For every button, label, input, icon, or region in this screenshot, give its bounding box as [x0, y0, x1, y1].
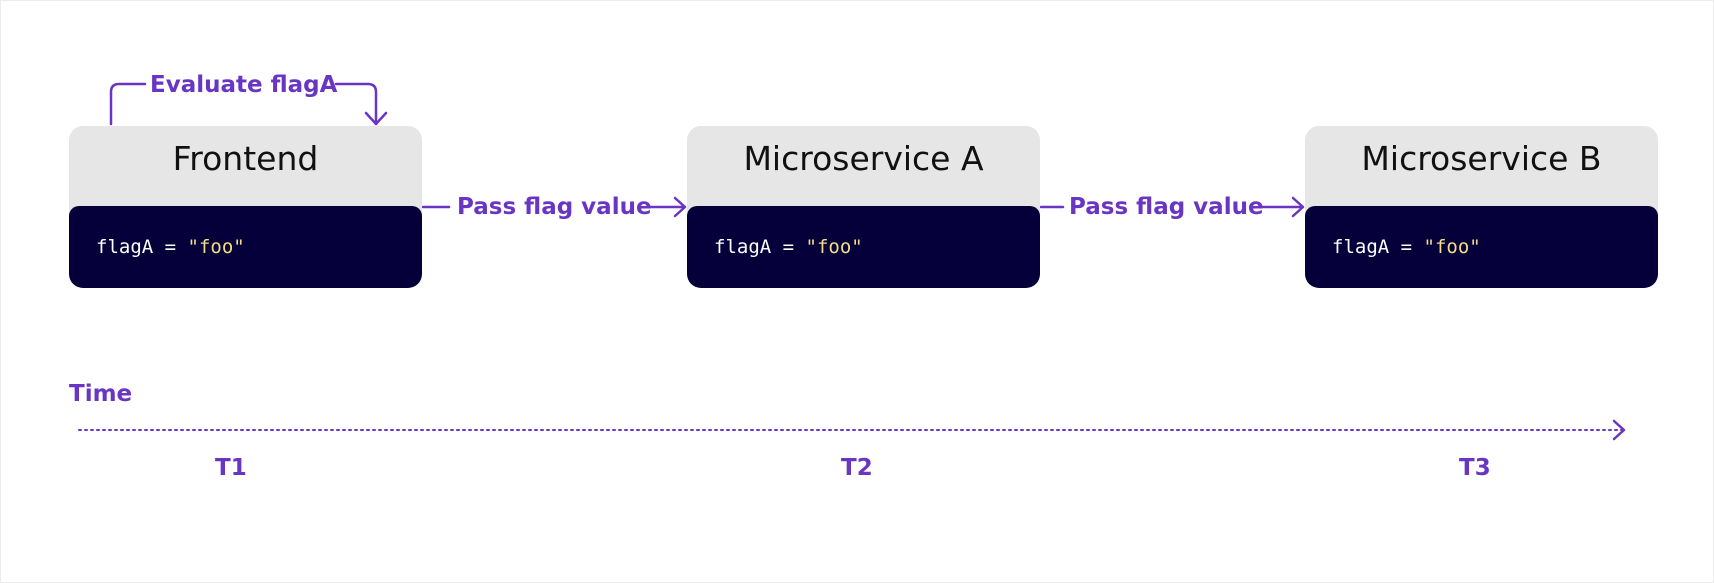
self-loop-arrow-tail: [334, 82, 378, 126]
code-variable: flagA: [714, 236, 772, 258]
code-block: flagA = "foo": [69, 206, 422, 288]
code-line: flagA = "foo": [1332, 206, 1481, 288]
timeline-arrowhead: [1612, 419, 1626, 441]
code-string: "foo": [1423, 236, 1481, 258]
timeline-tick-t1: T1: [215, 455, 247, 481]
code-operator: =: [1389, 236, 1424, 258]
node-title: Microservice B: [1361, 139, 1602, 178]
self-loop-arrow: [109, 82, 147, 126]
timeline-tick-t2: T2: [841, 455, 873, 481]
code-string: "foo": [187, 236, 245, 258]
code-variable: flagA: [1332, 236, 1390, 258]
code-operator: =: [771, 236, 806, 258]
edge-2-arrowhead: [1291, 196, 1305, 218]
code-block: flagA = "foo": [1305, 206, 1658, 288]
code-block: flagA = "foo": [687, 206, 1040, 288]
node-frontend: Frontend flagA = "foo": [69, 126, 422, 288]
timeline-tick-t3: T3: [1459, 455, 1491, 481]
code-operator: =: [153, 236, 188, 258]
code-line: flagA = "foo": [714, 206, 863, 288]
node-microservice-b: Microservice B flagA = "foo": [1305, 126, 1658, 288]
edge-1-arrowhead: [673, 196, 687, 218]
node-microservice-a: Microservice A flagA = "foo": [687, 126, 1040, 288]
node-title: Microservice A: [743, 139, 984, 178]
timeline-title: Time: [69, 381, 133, 407]
code-string: "foo": [805, 236, 863, 258]
self-loop-arrowhead: [364, 111, 388, 126]
code-line: flagA = "foo": [96, 206, 245, 288]
node-title: Frontend: [172, 139, 319, 178]
self-loop-label: Evaluate flagA: [150, 72, 338, 98]
edge-label-2: Pass flag value: [1069, 194, 1264, 220]
code-variable: flagA: [96, 236, 154, 258]
edge-label-1: Pass flag value: [457, 194, 652, 220]
